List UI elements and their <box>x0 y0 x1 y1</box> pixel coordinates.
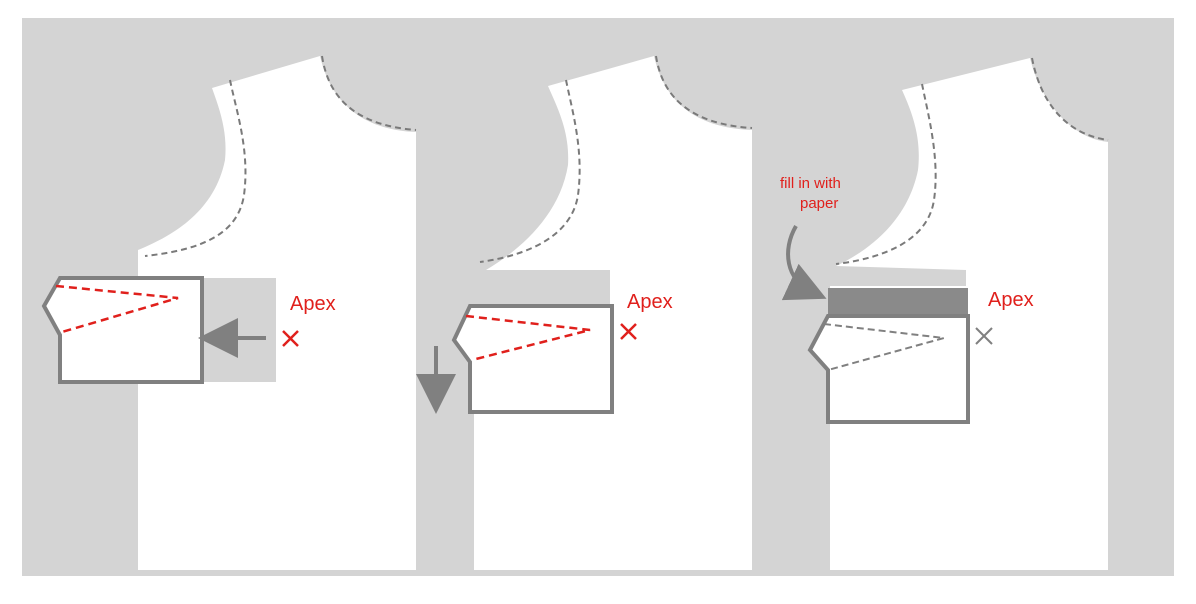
panel-2-armhole-stitch <box>479 79 581 263</box>
panel-2-vacated-strip <box>474 284 610 306</box>
panel-1-apex-marker <box>282 330 299 347</box>
panel-3: Apex fill in with paper <box>780 57 1109 570</box>
panel-1-slide-region <box>200 278 276 382</box>
panel-2-dart-piece <box>451 304 614 414</box>
panel-1-pattern-piece <box>138 56 416 570</box>
panel-1-armhole-stitch <box>144 79 247 257</box>
panel-3-curved-arrow <box>781 224 827 301</box>
panel-1-dart-piece <box>41 276 204 384</box>
panel-3-note-line-2: paper <box>800 195 838 212</box>
panel-1-apex-label: Apex <box>290 293 336 315</box>
panel-1-neckline-stitch <box>321 55 417 131</box>
panel-3-apex-marker <box>975 327 993 345</box>
panel-3-paper-fill-strip <box>828 288 968 314</box>
panel-2-apex-marker <box>620 323 637 340</box>
panel-3-note-line-1: fill in with <box>780 175 841 192</box>
panel-1: Apex <box>41 55 417 570</box>
panel-2-neckline-stitch <box>655 55 753 129</box>
panel-3-neckline-stitch <box>1031 57 1109 141</box>
panel-3-apex-label: Apex <box>988 289 1034 311</box>
panel-3-armhole-stitch <box>835 83 937 265</box>
panel-2-apex-label: Apex <box>627 291 673 313</box>
panel-2: Apex <box>416 55 753 570</box>
panel-3-dart-legs <box>823 323 945 371</box>
panel-1-dart-legs <box>55 284 179 334</box>
panel-2-dart-legs <box>465 314 591 362</box>
